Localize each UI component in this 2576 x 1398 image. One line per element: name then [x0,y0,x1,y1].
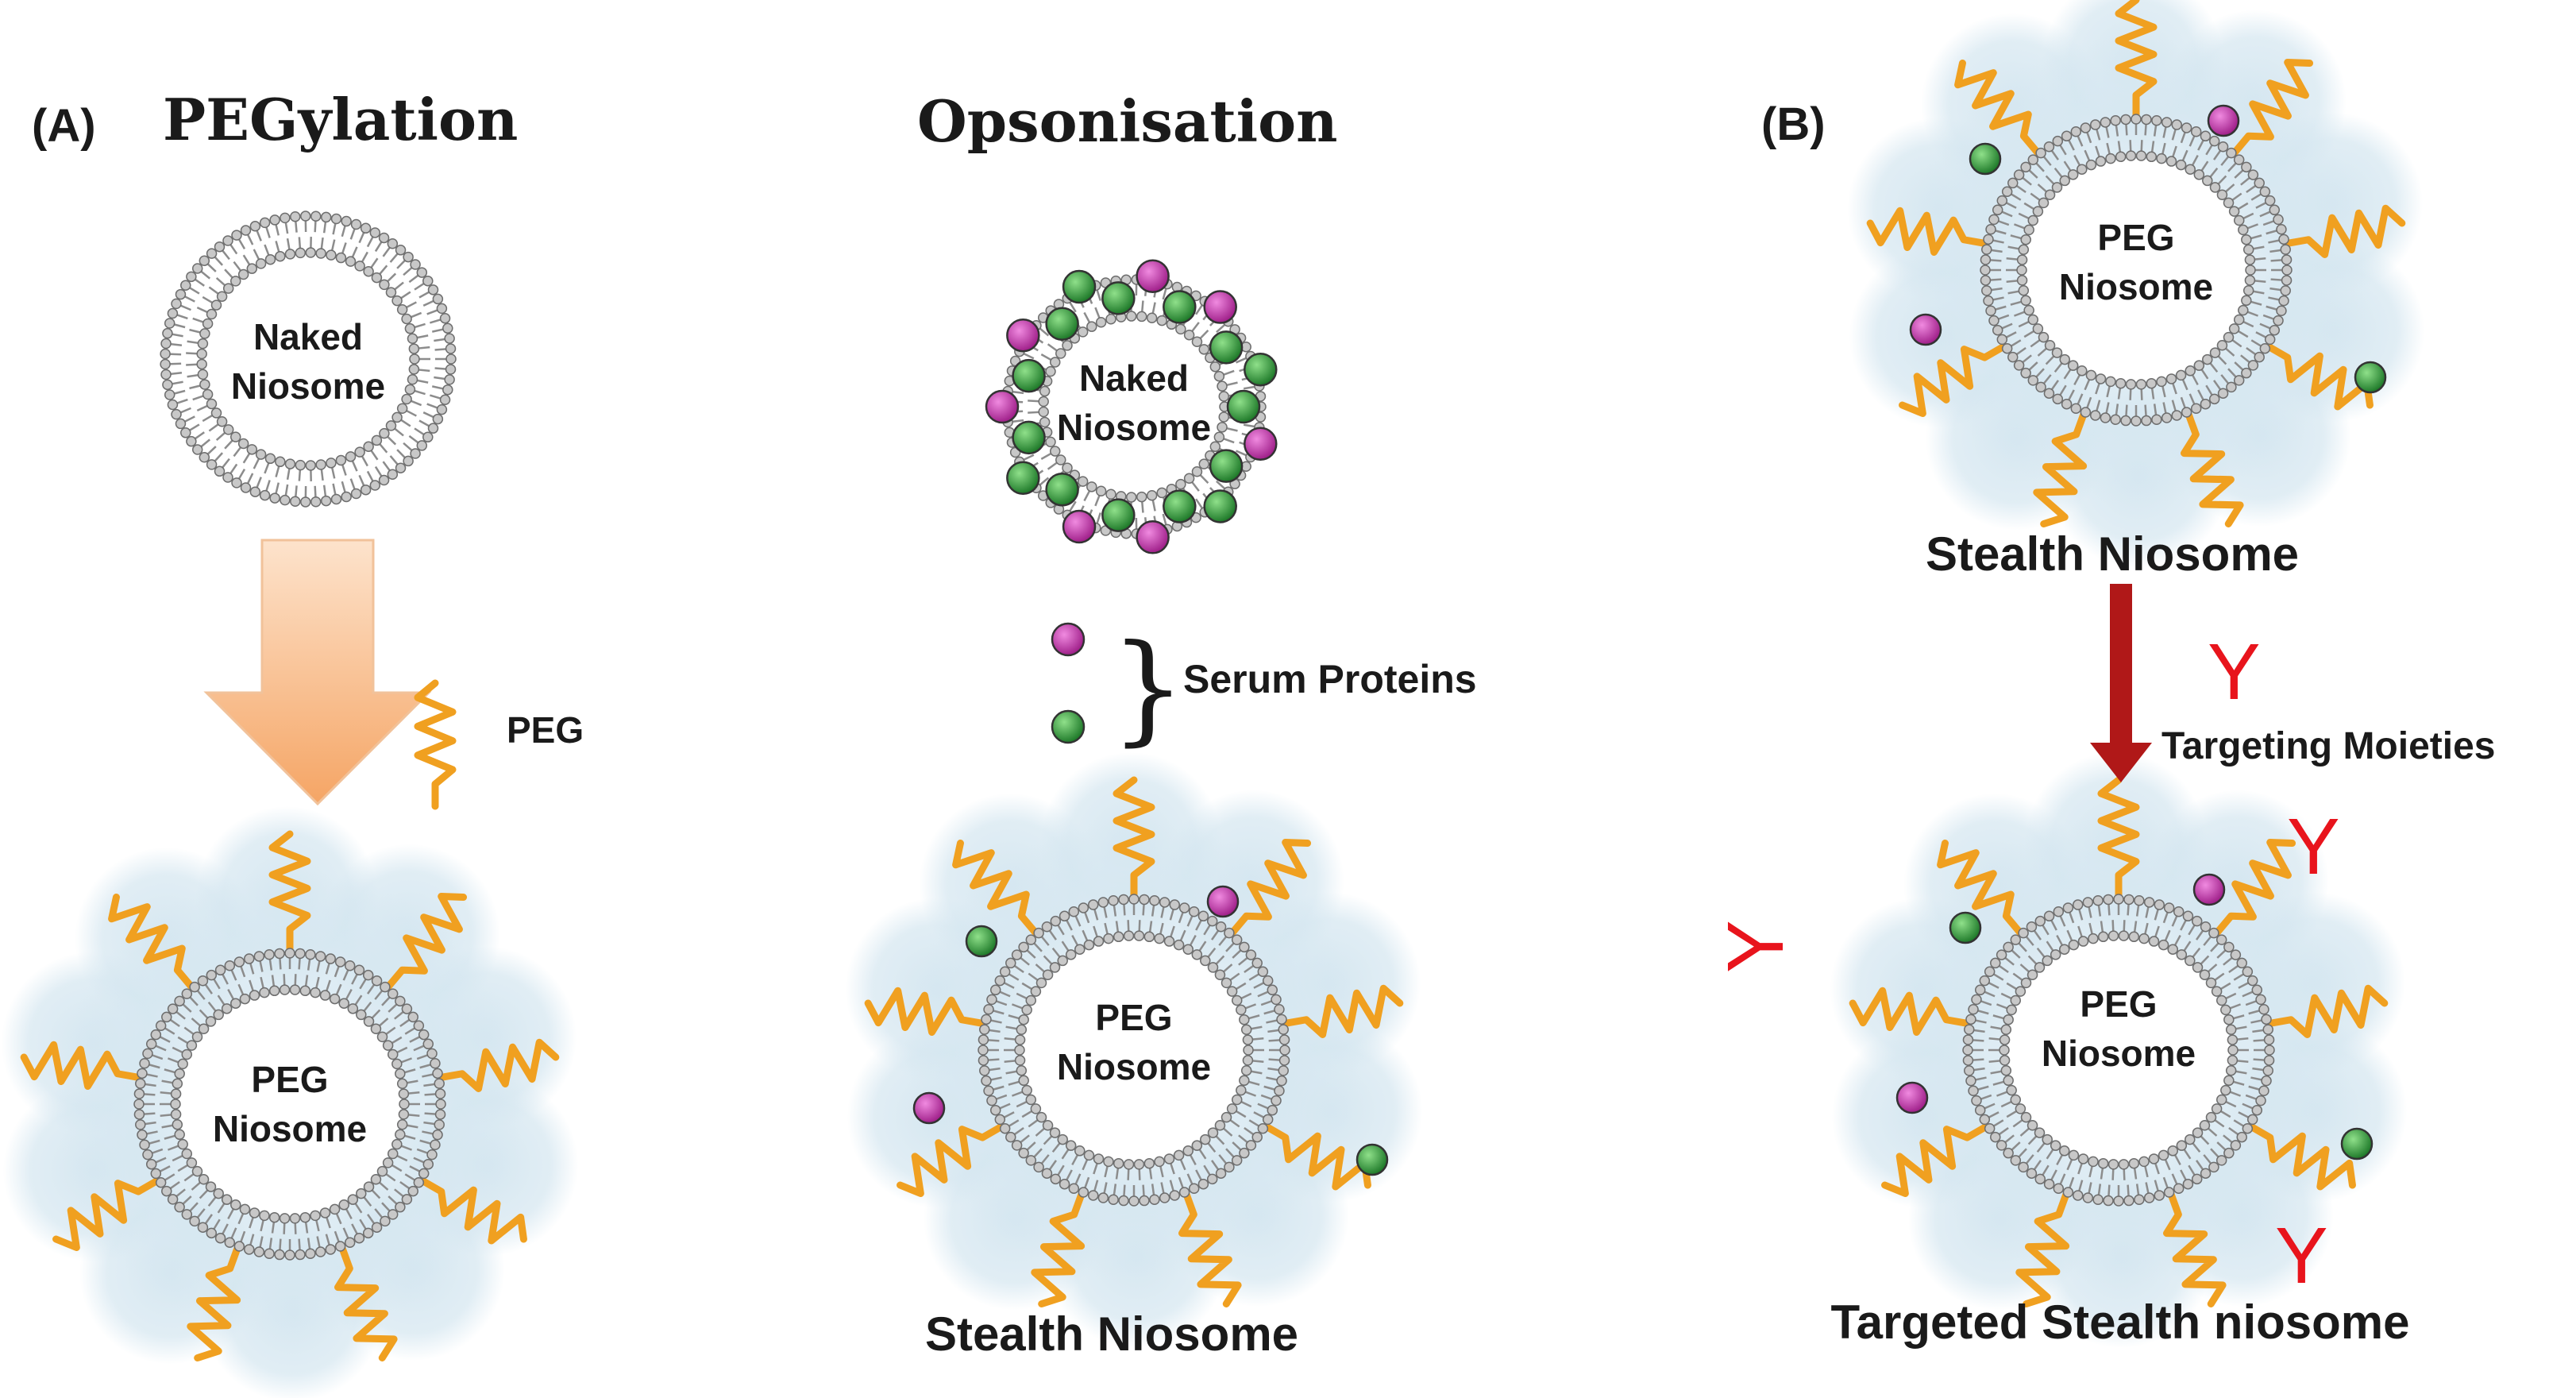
naked-niosome-2-label-line1: Naked [1079,357,1189,399]
ligand-y-icon: Y [1711,920,1800,973]
naked-niosome-1-label-line1: Naked [253,316,363,357]
protein-dot [965,925,998,958]
peg-legend-label: PEG [507,709,584,751]
bound-protein [1209,449,1244,483]
peg-niosome-1 [1,806,579,1398]
naked-niosome-2 [985,259,1278,554]
serum-protein-green [1051,709,1086,744]
peg-niosome-3-label-line2: Niosome [2059,266,2213,307]
protein-dot [2340,1127,2374,1160]
peg-niosome-2-label-line2: Niosome [1057,1046,1211,1087]
pegylation-arrow [203,539,432,806]
peg-niosome-4-label-line1: PEG [2080,983,2157,1025]
serum-proteins-label: Serum Proteins [1183,657,1477,701]
bound-protein [1045,473,1079,507]
panel-a-label: (A) [32,100,96,152]
bound-protein [1203,489,1237,523]
protein-dot [1895,1081,1929,1114]
targeting-ligand-glyph: Y [2208,628,2261,716]
protein-dot [1909,313,1942,346]
peg-niosome-2 [845,752,1423,1348]
pegylation-title: PEGylation [163,86,518,153]
bound-protein [985,389,1020,424]
bound-protein [1045,307,1079,341]
bound-protein [1136,259,1170,293]
ligand-y-icon: Y [2275,1211,2328,1300]
peg-niosome-2-label-line1: PEG [1095,997,1172,1038]
bound-protein [1012,420,1046,455]
bound-protein [1203,290,1237,324]
peg-niosome-1-label-line1: PEG [251,1059,328,1100]
protein-dot [2192,873,2226,906]
stealth-caption-a: Stealth Niosome [925,1307,1298,1361]
bound-protein [1136,520,1170,554]
protein-dot [1206,885,1240,918]
bound-protein [1163,290,1197,324]
bound-protein [1244,352,1278,387]
protein-dot [1969,142,2002,176]
peg-niosome-3 [1847,0,2425,568]
bound-protein [1101,498,1136,532]
peg-niosome-4-label-line2: Niosome [2042,1033,2196,1074]
bound-protein [1209,330,1244,365]
serum-protein-magenta [1051,622,1086,657]
naked-niosome-1-label-line2: Niosome [231,365,385,407]
protein-dot [1355,1143,1389,1176]
naked-niosome-1 [160,210,457,508]
bound-protein [1006,319,1040,353]
targeting-moieties-label: Targeting Moieties [2161,725,2496,767]
bound-protein [1244,427,1278,461]
stealth-caption-b: Stealth Niosome [1926,527,2299,581]
bound-protein [1163,489,1197,523]
peg-niosome-1-label-line2: Niosome [213,1108,367,1149]
bound-protein [1226,389,1261,424]
protein-dot [2207,104,2240,137]
ligand-y-icon: Y [2287,802,2340,891]
bound-protein [1062,269,1097,304]
bound-protein [1012,358,1046,393]
peg-niosome-3-label-line1: PEG [2097,217,2174,258]
bound-protein [1101,281,1136,315]
naked-niosome-2-label-line2: Niosome [1057,407,1211,448]
peg-legend-squiggle [414,679,457,810]
targeted-caption: Targeted Stealth niosome [1830,1296,2409,1349]
opsonisation-title: Opsonisation [917,87,1338,155]
bound-protein [1006,461,1040,495]
serum-brace-icon: } [1110,620,1186,758]
protein-dot [2354,361,2387,394]
bound-protein [1062,509,1097,544]
panel-b-label: (B) [1761,98,1826,150]
protein-dot [1949,911,1982,944]
targeting-arrow [2090,584,2152,782]
protein-dot [912,1091,946,1125]
peg-niosome-4 [1830,752,2408,1348]
